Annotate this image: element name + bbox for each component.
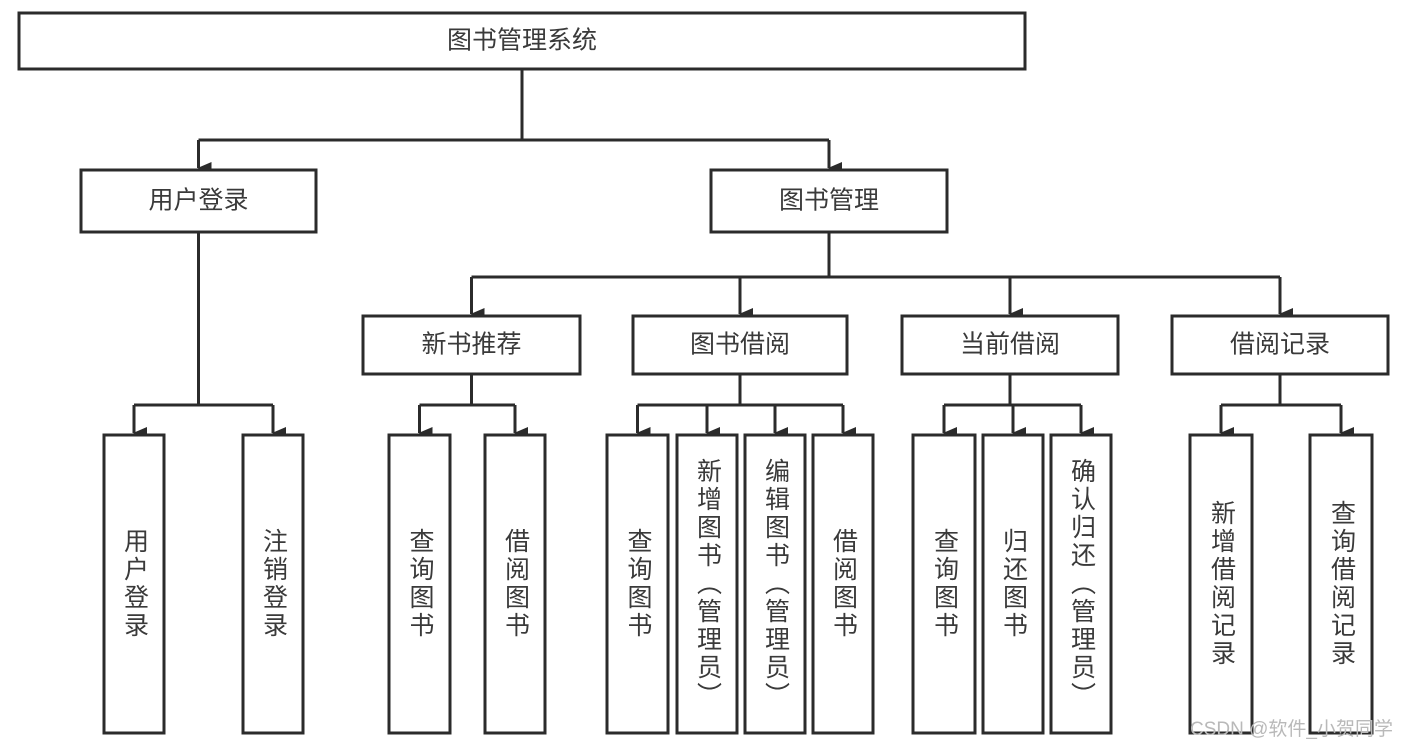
- node-新增借阅记录[interactable]: [1188, 433, 1254, 735]
- node-借阅图书[interactable]: [811, 433, 875, 735]
- node-查询图书[interactable]: [911, 433, 977, 735]
- node-查询借阅记录[interactable]: [1308, 433, 1374, 735]
- node-当前借阅[interactable]: 当前借阅: [900, 314, 1120, 376]
- watermark-text: CSDN @软件_小贺同学: [1190, 719, 1393, 740]
- node-借阅图书-rect[interactable]: [483, 433, 547, 735]
- node-借阅记录-label: 借阅记录: [1230, 331, 1330, 359]
- node-注销登录-rect[interactable]: [241, 433, 305, 735]
- node-图书管理-rect[interactable]: [709, 168, 949, 234]
- node-查询借阅记录-rect[interactable]: [1308, 433, 1374, 735]
- node-借阅图书-rect[interactable]: [811, 433, 875, 735]
- node-新书推荐[interactable]: 新书推荐: [361, 314, 582, 376]
- node-当前借阅-label: 当前借阅: [960, 331, 1060, 359]
- node-图书管理[interactable]: 图书管理: [709, 168, 949, 234]
- node-图书借阅[interactable]: 图书借阅: [631, 314, 849, 376]
- node-确认归还管理员-rect[interactable]: [1049, 433, 1113, 735]
- node-新书推荐-label: 新书推荐: [421, 331, 521, 359]
- node-注销登录[interactable]: [241, 433, 305, 735]
- node-当前借阅-rect[interactable]: [900, 314, 1120, 376]
- node-确认归还管理员[interactable]: [1049, 433, 1113, 735]
- node-借阅记录[interactable]: 借阅记录: [1170, 314, 1390, 376]
- node-编辑图书管理员[interactable]: [743, 433, 807, 735]
- node-图书借阅-label: 图书借阅: [690, 331, 790, 359]
- node-查询图书[interactable]: [387, 433, 452, 735]
- node-编辑图书管理员-rect[interactable]: [743, 433, 807, 735]
- node-归还图书[interactable]: [981, 433, 1045, 735]
- node-用户登录[interactable]: 用户登录: [79, 168, 318, 234]
- node-查询图书-rect[interactable]: [605, 433, 670, 735]
- node-借阅图书[interactable]: [483, 433, 547, 735]
- node-图书管理系统-rect[interactable]: [17, 11, 1027, 71]
- node-新增图书管理员[interactable]: [675, 433, 739, 735]
- node-图书管理系统-label: 图书管理系统: [447, 27, 597, 55]
- node-查询图书-rect[interactable]: [387, 433, 452, 735]
- node-图书借阅-rect[interactable]: [631, 314, 849, 376]
- node-新书推荐-rect[interactable]: [361, 314, 582, 376]
- node-查询图书-rect[interactable]: [911, 433, 977, 735]
- node-用户登录-rect[interactable]: [102, 433, 166, 735]
- node-新增借阅记录-rect[interactable]: [1188, 433, 1254, 735]
- node-用户登录-rect[interactable]: [79, 168, 318, 234]
- node-图书管理-label: 图书管理: [779, 187, 879, 215]
- node-查询图书[interactable]: [605, 433, 670, 735]
- node-新增图书管理员-rect[interactable]: [675, 433, 739, 735]
- node-用户登录-label: 用户登录: [148, 187, 248, 215]
- node-借阅记录-rect[interactable]: [1170, 314, 1390, 376]
- connector-edges: [132, 69, 1354, 439]
- node-归还图书-rect[interactable]: [981, 433, 1045, 735]
- node-图书管理系统[interactable]: 图书管理系统: [17, 11, 1027, 71]
- node-用户登录[interactable]: [102, 433, 166, 735]
